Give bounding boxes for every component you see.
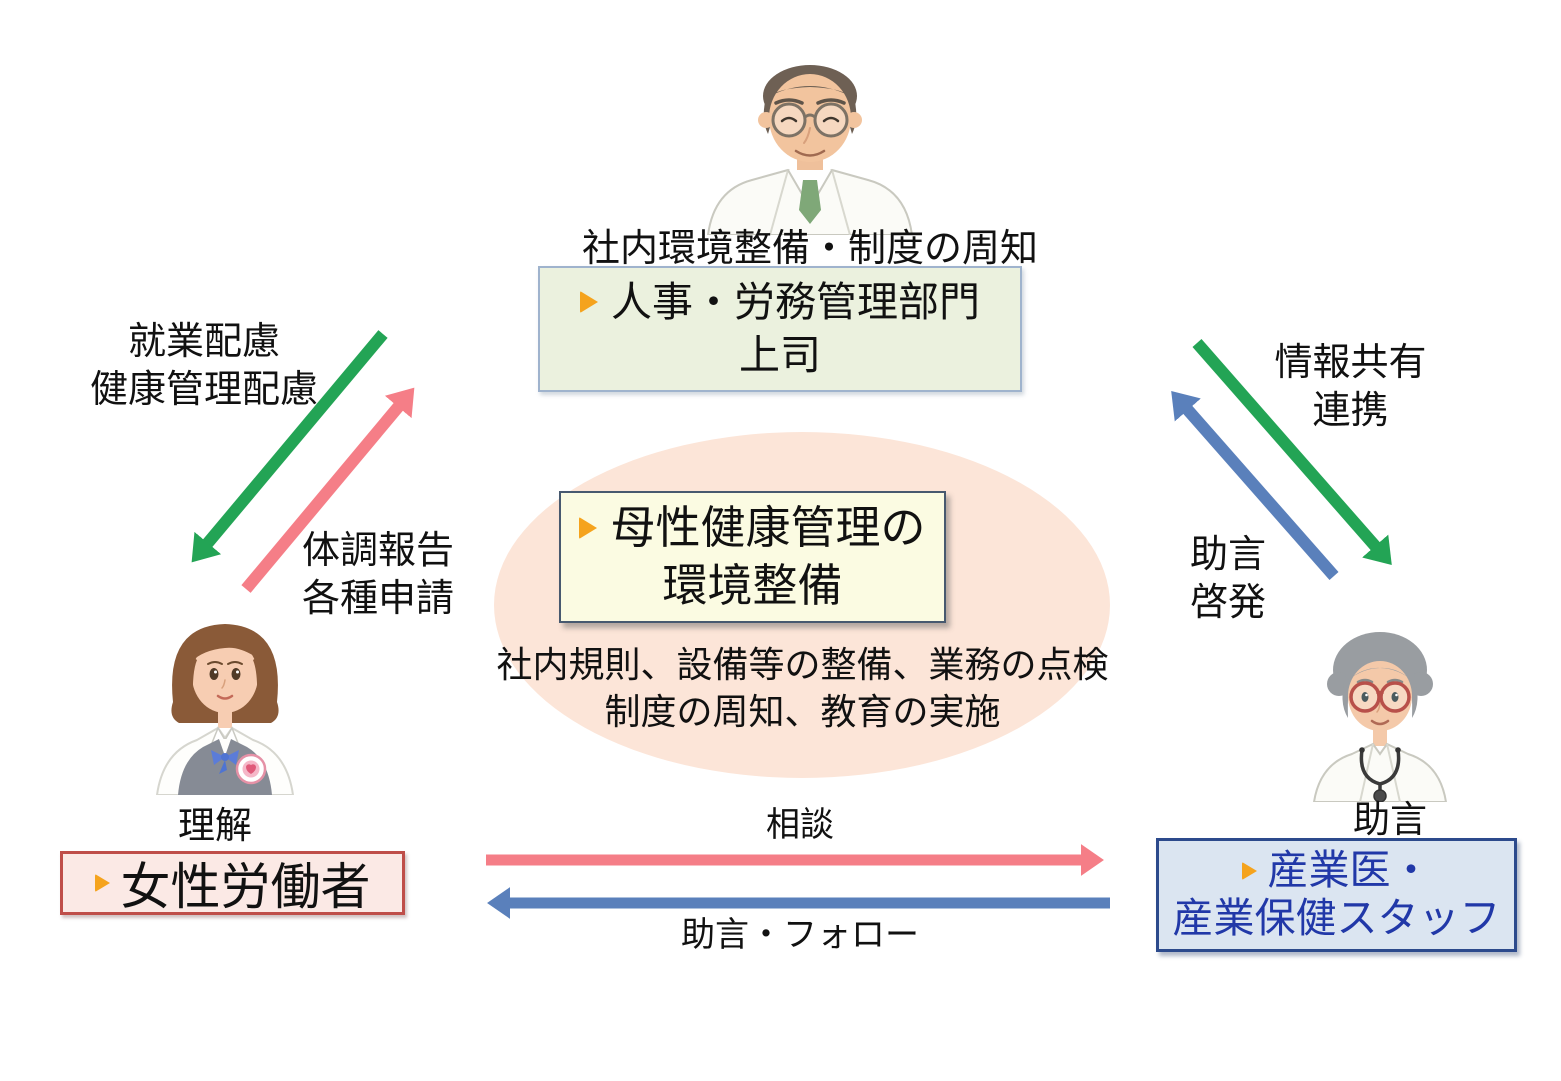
staff-caption: 助言 xyxy=(1353,799,1427,840)
staff-box-line1: 産業医・ xyxy=(1241,847,1432,895)
staff-box-line2: 産業保健スタッフ xyxy=(1173,895,1501,943)
hr-box-label2: 上司 xyxy=(739,332,821,378)
label-work-consideration-line2: 健康管理配慮 xyxy=(89,368,318,411)
hr-box-line1: 人事・労務管理部門 xyxy=(580,276,980,329)
hr-box-line2: 上司 xyxy=(739,329,821,382)
label-condition-report: 体調報告 各種申請 xyxy=(298,528,458,623)
hr-department-box: 人事・労務管理部門 上司 xyxy=(538,266,1022,392)
label-consultation: 相談 xyxy=(766,806,834,844)
label-info-sharing-line1: 情報共有 xyxy=(1274,342,1427,384)
label-work-consideration-line1: 就業配慮 xyxy=(127,321,280,363)
arrow-hr-to-worker xyxy=(191,330,388,563)
female-doctor-illustration xyxy=(1312,632,1448,802)
arrow-hr-to-staff xyxy=(1192,339,1392,565)
worker-caption: 理解 xyxy=(178,805,252,846)
staff-box-label1: 産業医・ xyxy=(1267,847,1432,894)
label-info-sharing-line2: 連携 xyxy=(1312,389,1389,432)
female-worker-illustration xyxy=(155,624,295,795)
female-worker-box: 女性労働者 xyxy=(60,851,405,915)
maternal-health-center-box: 母性健康管理の 環境整備 xyxy=(559,491,946,623)
hr-caption: 社内環境整備・制度の周知 xyxy=(581,228,1038,270)
worker-box-label: 女性労働者 xyxy=(120,859,371,915)
label-advice-follow: 助言・フォロー xyxy=(681,916,919,954)
label-condition-report-line2: 各種申請 xyxy=(301,577,454,620)
label-advice-enlightenment-line1: 助言 xyxy=(1189,534,1266,576)
arrow-worker-to-hr xyxy=(241,387,415,593)
label-advice-enlightenment-line2: 啓発 xyxy=(1189,581,1266,624)
label-info-sharing: 情報共有 連携 xyxy=(1268,340,1433,435)
triangle-bullet-icon xyxy=(579,516,598,539)
center-box-label1: 母性健康管理の xyxy=(610,501,926,553)
ellipse-description-line2: 制度の周知、教育の実施 xyxy=(604,691,1001,733)
hr-manager-illustration xyxy=(706,65,914,235)
ellipse-description-line1: 社内規則、設備等の整備、業務の点検 xyxy=(496,644,1109,685)
triangle-bullet-icon xyxy=(94,874,110,892)
hr-box-label1: 人事・労務管理部門 xyxy=(611,278,980,325)
ellipse-description: 社内規則、設備等の整備、業務の点検 制度の周知、教育の実施 xyxy=(345,641,1260,735)
label-advice-enlightenment: 助言 啓発 xyxy=(1148,532,1308,627)
center-box-line1: 母性健康管理の xyxy=(579,499,926,558)
arrow-staff-to-hr xyxy=(1171,391,1339,580)
staff-box-label2: 産業保健スタッフ xyxy=(1172,895,1501,941)
label-condition-report-line1: 体調報告 xyxy=(301,530,454,572)
center-box-label2: 環境整備 xyxy=(662,560,843,611)
occupational-health-staff-box: 産業医・ 産業保健スタッフ xyxy=(1156,838,1517,952)
triangle-bullet-icon xyxy=(1241,862,1257,881)
triangle-bullet-icon xyxy=(580,291,598,314)
center-box-line2: 環境整備 xyxy=(662,557,842,616)
label-work-consideration: 就業配慮 健康管理配慮 xyxy=(70,319,338,414)
